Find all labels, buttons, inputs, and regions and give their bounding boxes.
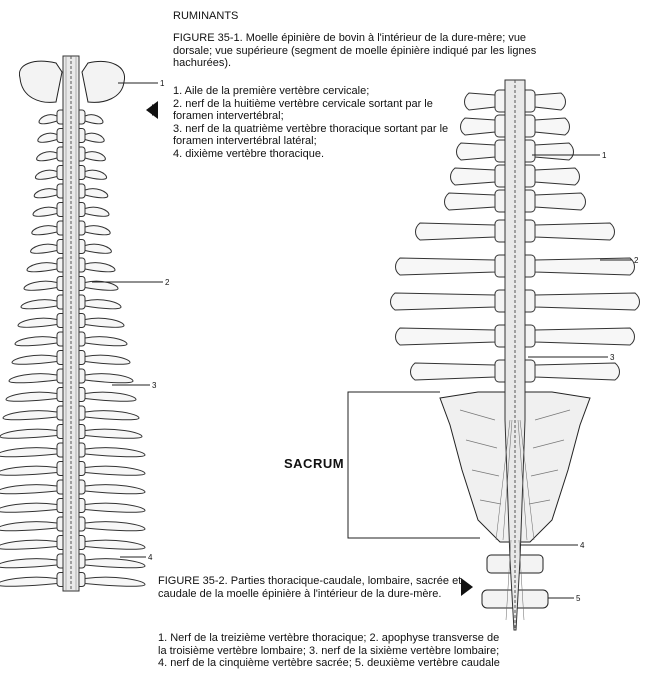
figure-2-legend: 1. Nerf de la treizième vertèbre thoraci…: [158, 632, 500, 669]
legend-item: 4. dixième vertèbre thoracique.: [173, 147, 325, 160]
left-process: [2, 410, 58, 421]
right-process: [84, 188, 109, 199]
left-process: [0, 447, 58, 458]
left-process: [390, 292, 496, 311]
right-process: [534, 117, 570, 136]
callout-2-fig1: 2: [165, 278, 170, 287]
right-process: [84, 465, 146, 476]
right-process: [84, 151, 106, 162]
callout-1-fig2: 1: [602, 151, 607, 160]
right-process: [84, 336, 128, 347]
right-process: [84, 410, 140, 421]
sacrum-label: SACRUM: [284, 456, 345, 471]
right-process: [84, 539, 146, 550]
page-header: RUMINANTS: [173, 10, 239, 22]
right-process: [84, 280, 119, 291]
left-process: [11, 354, 58, 365]
left-process: [26, 262, 58, 273]
left-process: [410, 362, 496, 381]
right-process: [84, 428, 143, 439]
left-process: [444, 192, 496, 211]
left-process: [0, 539, 58, 550]
callout-1-fig1: 1: [160, 79, 165, 88]
right-process: [84, 169, 108, 180]
callout-2-fig2: 2: [634, 256, 639, 265]
left-process: [0, 576, 58, 587]
right-process: [84, 391, 137, 402]
right-process: [84, 484, 146, 495]
right-process: [534, 192, 586, 211]
left-process: [395, 327, 496, 346]
right-process: [84, 262, 116, 273]
left-process: [36, 151, 58, 162]
right-process: [84, 299, 122, 310]
right-process: [534, 292, 640, 311]
left-process: [0, 558, 58, 569]
left-process: [32, 206, 58, 217]
right-process: [534, 327, 635, 346]
left-process: [0, 502, 58, 513]
callout-3-fig1: 3: [152, 381, 157, 390]
left-process: [17, 317, 58, 328]
right-process: [84, 243, 112, 254]
figure-2-caption: FIGURE 35-2. Parties thoracique-caudale,…: [158, 575, 462, 600]
right-process: [84, 225, 111, 236]
figure-1-spine-drawing: [0, 55, 163, 592]
right-process: [84, 206, 110, 217]
figure-1-legend: 1. Aile de la première vertèbre cervical…: [173, 85, 473, 160]
callout-3-fig2: 3: [610, 353, 615, 362]
left-process: [34, 169, 58, 180]
right-process: [84, 521, 146, 532]
legend-item: 2. nerf de la huitième vertèbre cervical…: [173, 97, 433, 123]
callout-4-fig1: 4: [148, 553, 153, 562]
figure-2-spine-drawing: [347, 79, 640, 631]
right-process: [534, 167, 580, 186]
left-process: [33, 188, 58, 199]
right-process: [534, 92, 566, 111]
figure-1-caption: FIGURE 35-1. Moelle épinière de bovin à …: [173, 32, 537, 69]
left-process: [20, 299, 58, 310]
right-process: [84, 447, 146, 458]
right-process: [84, 558, 146, 569]
left-process: [30, 243, 58, 254]
left-process: [38, 114, 58, 125]
left-process: [8, 373, 58, 384]
callout-5-fig2: 5: [576, 594, 581, 603]
right-process: [534, 362, 620, 381]
left-process: [31, 225, 58, 236]
right-process: [84, 132, 105, 143]
right-process: [534, 257, 635, 276]
right-process: [84, 502, 146, 513]
left-process: [5, 391, 58, 402]
right-process: [84, 317, 125, 328]
legend-item: 1. Aile de la première vertèbre cervical…: [173, 85, 370, 97]
left-process: [460, 117, 496, 136]
left-process: [0, 484, 58, 495]
left-process: [450, 167, 496, 186]
left-process: [37, 132, 58, 143]
right-process: [84, 576, 146, 587]
left-process: [23, 280, 58, 291]
right-process: [84, 373, 134, 384]
legend-item: 3. nerf de la quatrième vertèbre thoraci…: [173, 122, 449, 148]
left-process: [456, 142, 496, 161]
right-process: [534, 142, 574, 161]
left-process: [395, 257, 496, 276]
right-process: [84, 354, 131, 365]
left-process: [14, 336, 58, 347]
left-process: [0, 428, 58, 439]
right-process: [84, 114, 104, 125]
left-process: [0, 521, 58, 532]
left-process: [0, 465, 58, 476]
callout-4-fig2: 4: [580, 541, 585, 550]
left-process: [415, 222, 496, 241]
right-process: [534, 222, 615, 241]
left-process: [464, 92, 496, 111]
